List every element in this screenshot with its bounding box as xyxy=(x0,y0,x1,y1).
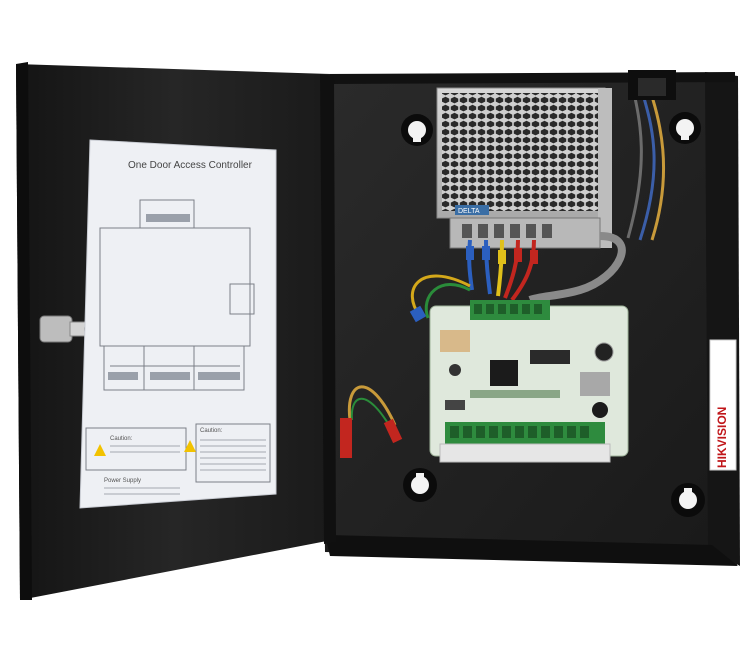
psu-brand-badge xyxy=(455,205,489,215)
power-supply-title: Power Supply xyxy=(104,478,141,484)
controller-board xyxy=(429,300,629,463)
brand-name: HIKVISION xyxy=(715,407,729,468)
sheet-title: One Door Access Controller xyxy=(128,160,253,171)
keyhole-icon xyxy=(669,112,701,144)
warning-icon xyxy=(184,440,196,452)
caution-right-title: Caution: xyxy=(200,428,223,434)
warning-icon xyxy=(94,444,106,456)
keyhole-icon xyxy=(403,468,437,502)
caution-left-title: Caution: xyxy=(110,436,133,442)
keyhole-icon xyxy=(671,483,705,517)
cable-gland xyxy=(628,70,676,100)
power-supply-unit: DELTA xyxy=(436,87,612,249)
brand-label: HIKVISION xyxy=(709,339,737,471)
keyhole-icon xyxy=(401,114,433,146)
wire-connectors xyxy=(409,246,538,323)
psu-brand-label: DELTA xyxy=(458,208,480,215)
wiring-diagram-sheet: One Door Access Controller Caution: Caut… xyxy=(79,139,277,509)
battery-leads xyxy=(340,385,403,458)
